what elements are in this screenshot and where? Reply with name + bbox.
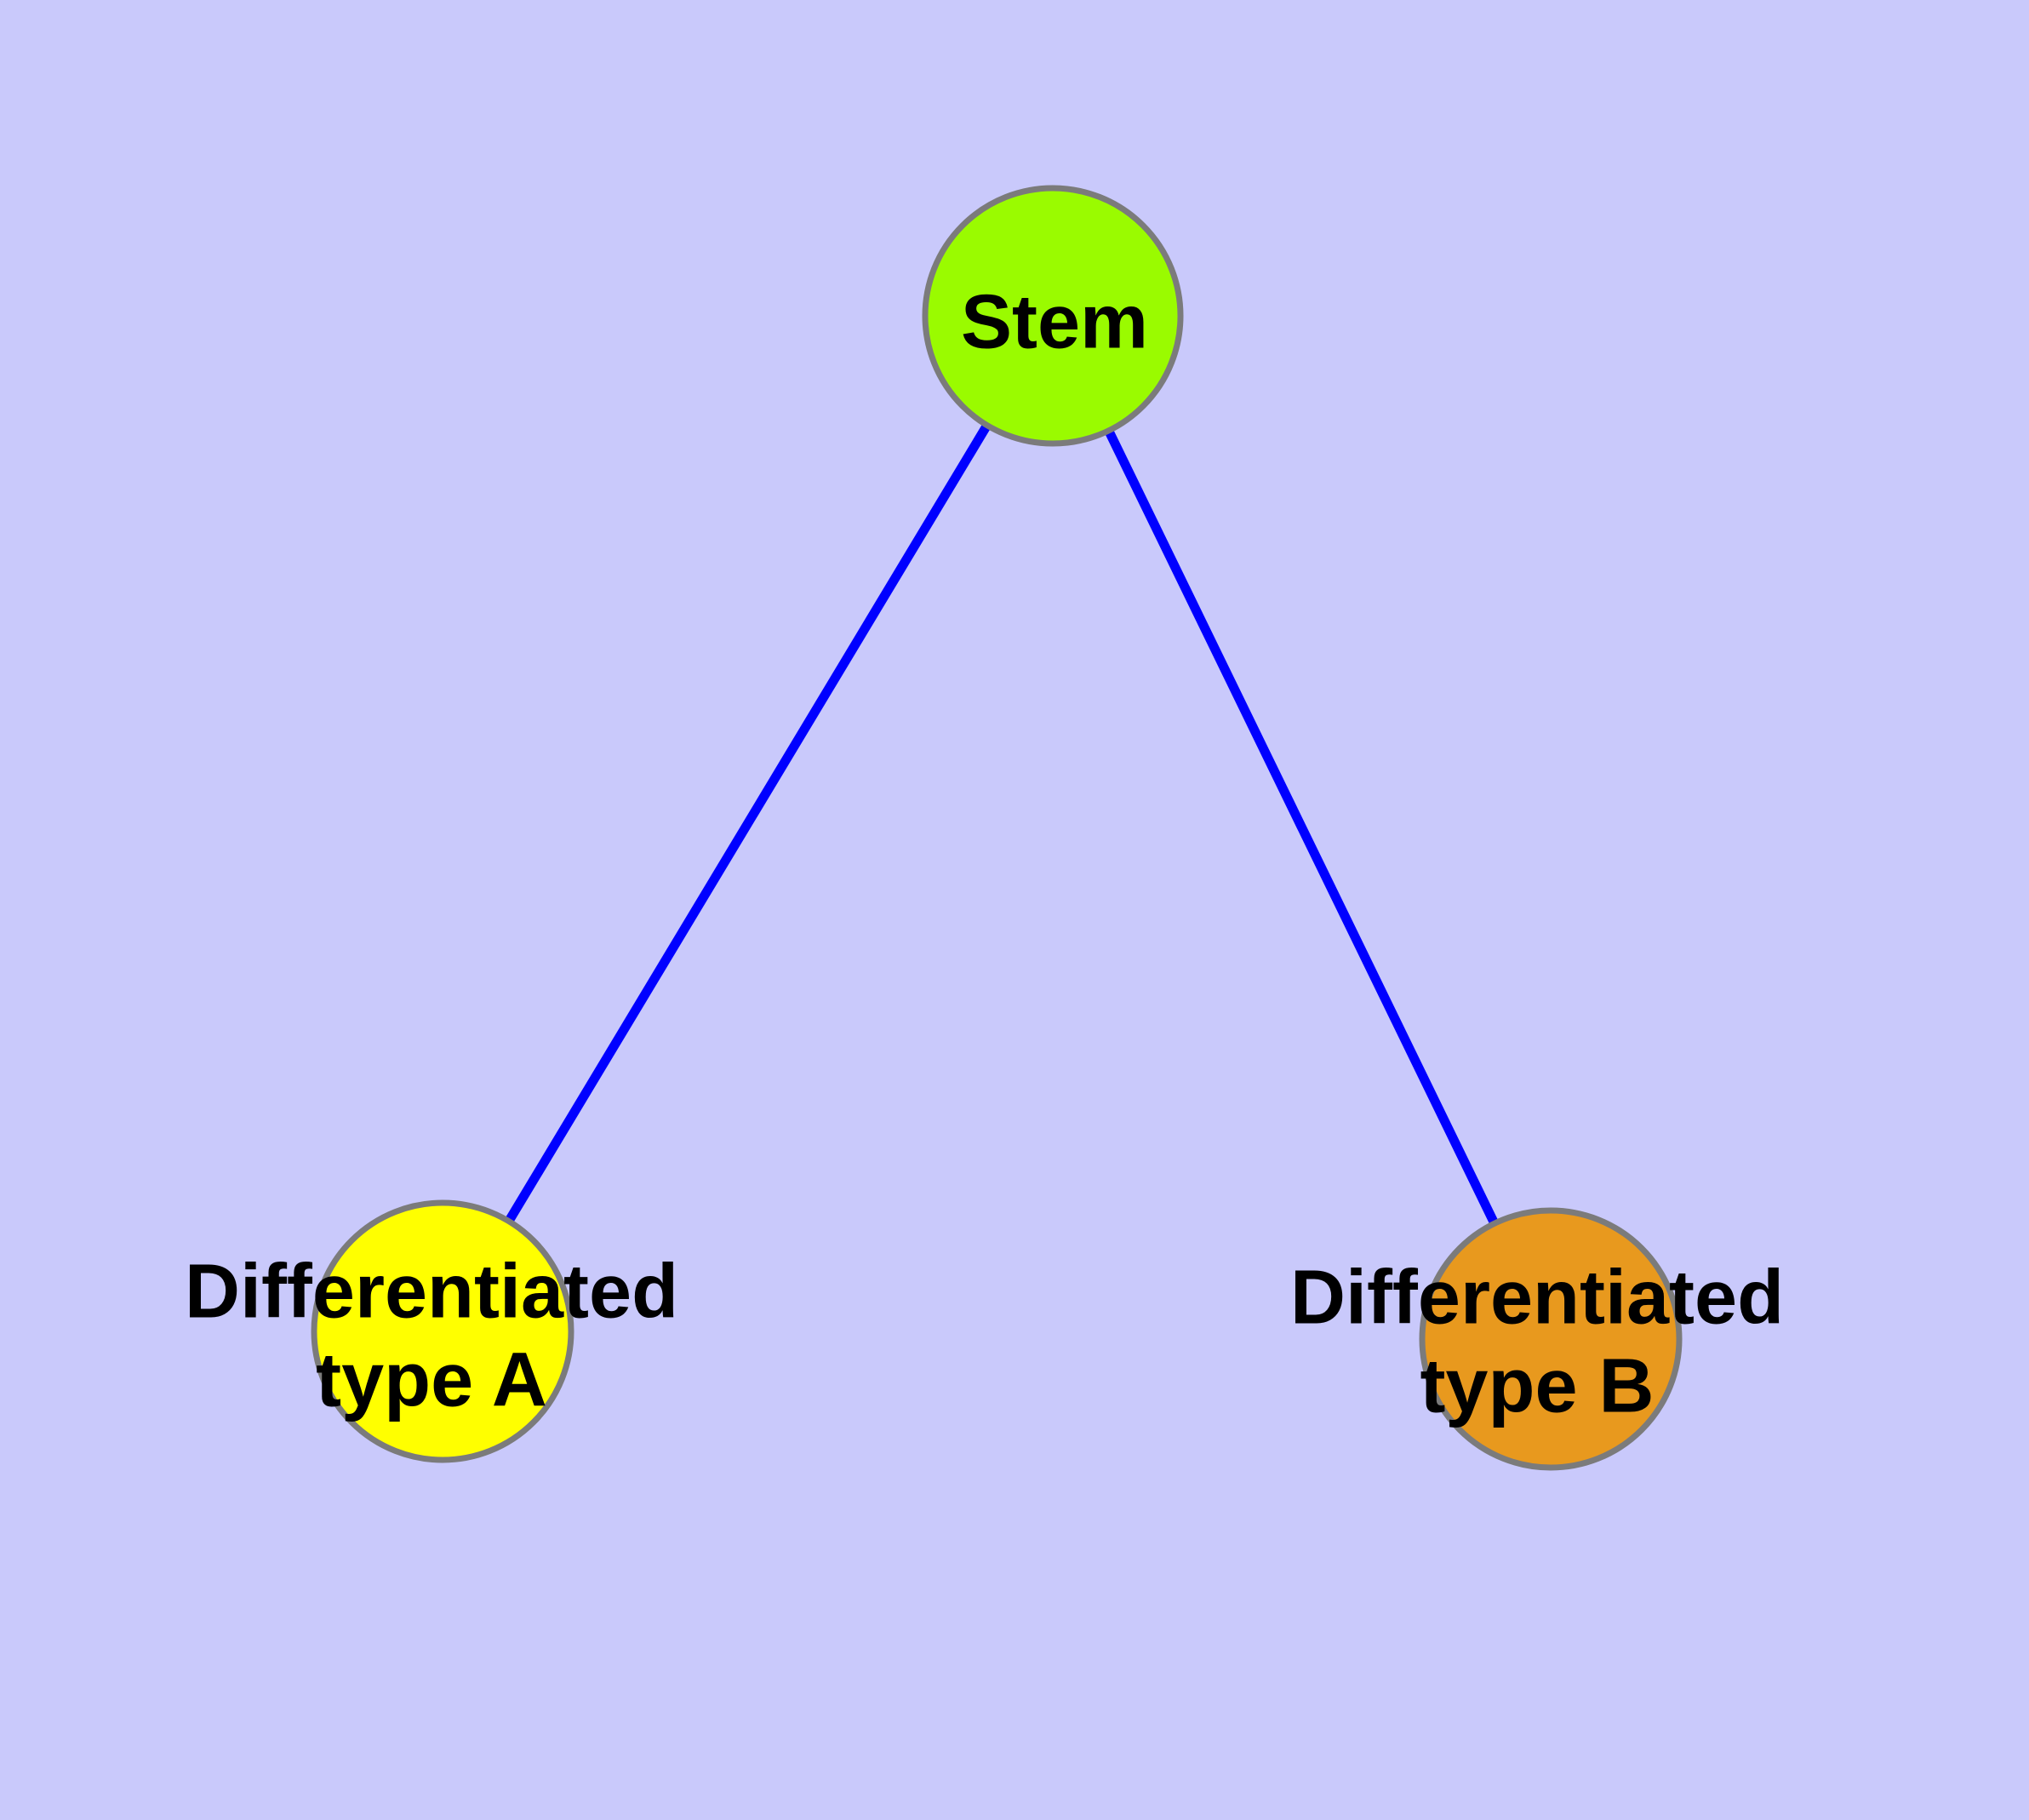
node-stem [922,185,1184,447]
edge-stem-to-type-b [1049,313,1555,1342]
edge-stem-to-type-a [438,313,1057,1334]
node-differentiated-type-a [311,1199,574,1463]
node-differentiated-type-b [1419,1207,1683,1471]
